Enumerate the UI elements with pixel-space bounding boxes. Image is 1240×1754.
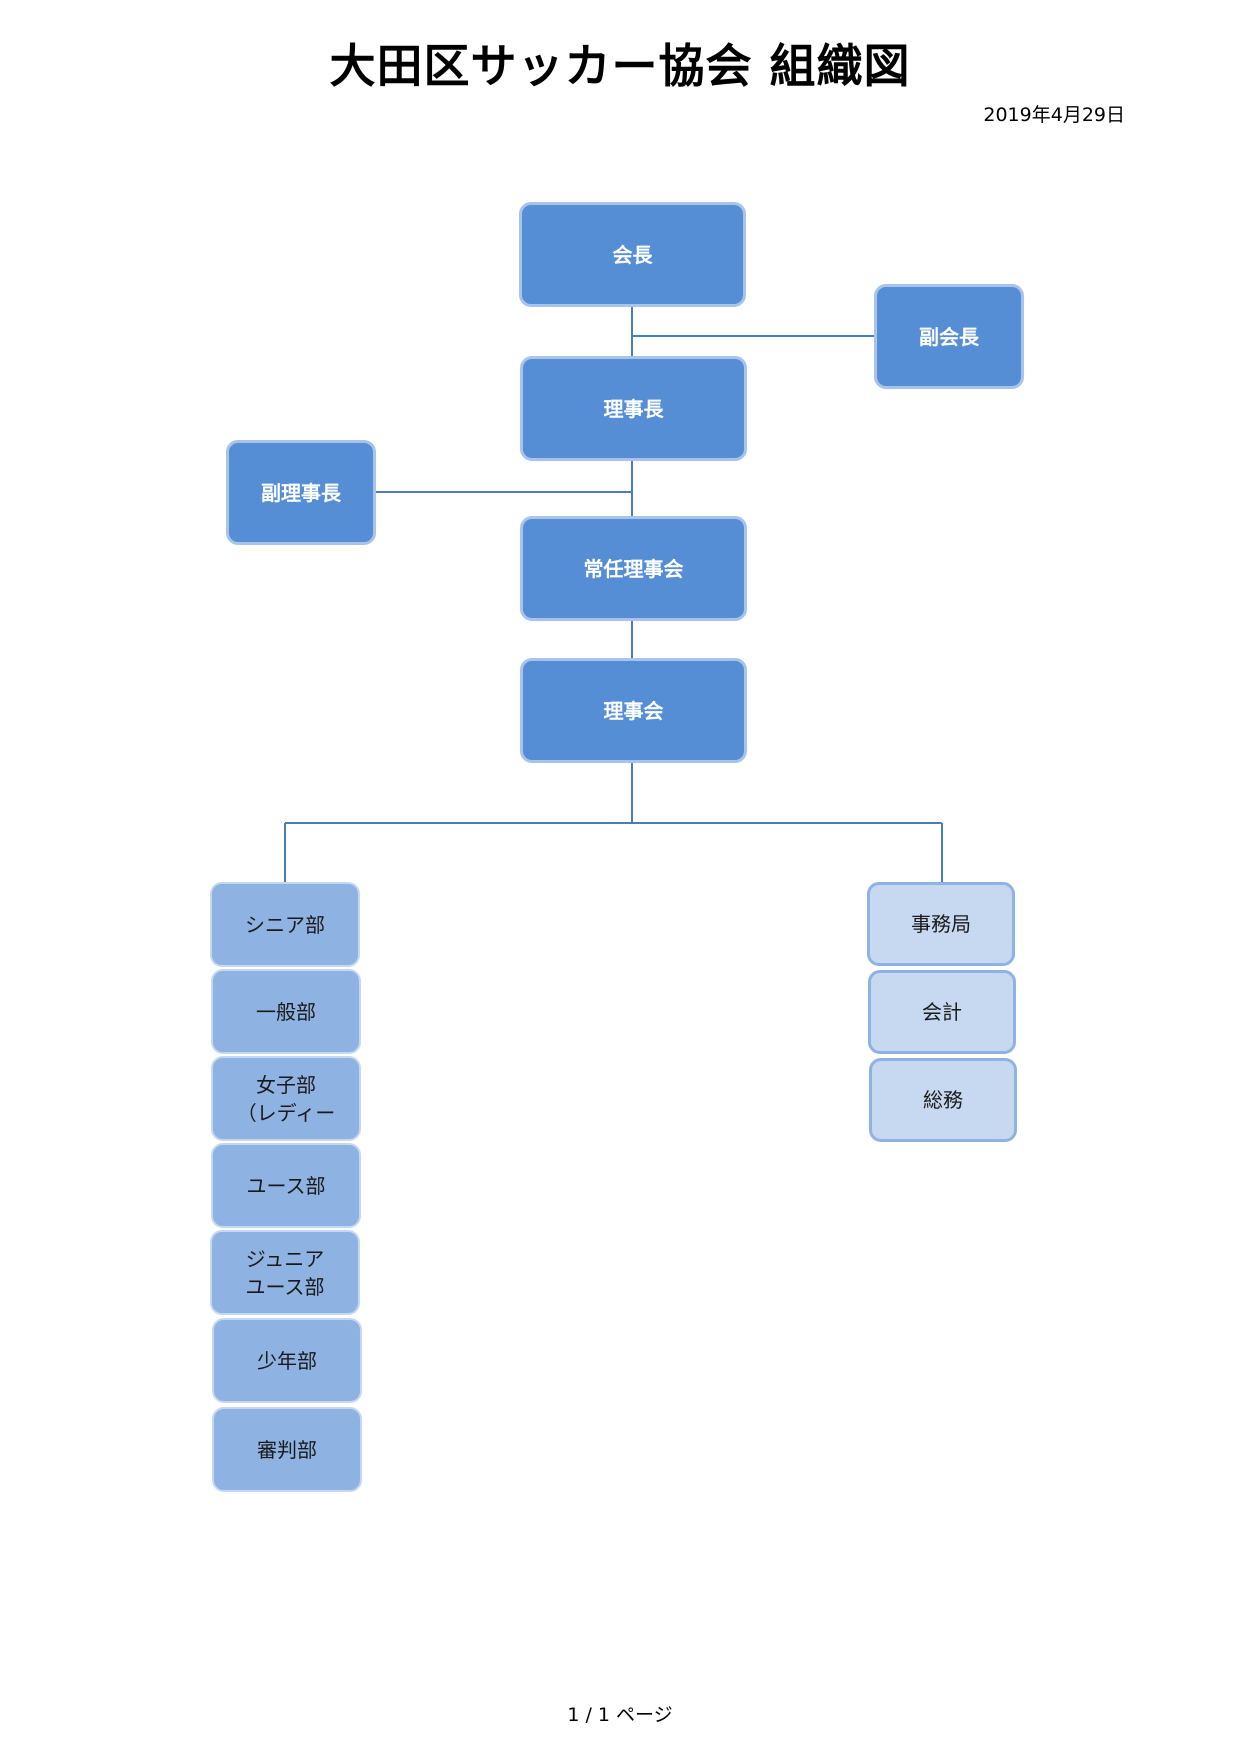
node-department: 審判部 <box>212 1407 362 1492</box>
node-department: シニア部 <box>210 882 360 967</box>
node-department: 少年部 <box>212 1318 362 1403</box>
node-chairman: 理事長 <box>520 356 747 461</box>
node-secretariat: 総務 <box>869 1058 1017 1142</box>
node-department: ユース部 <box>211 1143 361 1228</box>
node-president: 会長 <box>519 202 746 307</box>
page-title: 大田区サッカー協会 組織図 <box>329 39 911 93</box>
page-footer: 1 / 1 ページ <box>567 1704 673 1726</box>
node-department: 女子部 （レディー <box>211 1056 361 1141</box>
node-department: ジュニア ユース部 <box>210 1230 360 1315</box>
node-secretariat: 会計 <box>868 970 1016 1054</box>
node-board: 理事会 <box>520 658 747 763</box>
node-vice-chairman: 副理事長 <box>226 440 376 545</box>
document-date: 2019年4月29日 <box>983 104 1125 126</box>
node-standing-board: 常任理事会 <box>520 516 747 621</box>
node-department: 一般部 <box>211 969 361 1054</box>
node-secretariat: 事務局 <box>867 882 1015 966</box>
node-vice-president: 副会長 <box>874 284 1024 389</box>
